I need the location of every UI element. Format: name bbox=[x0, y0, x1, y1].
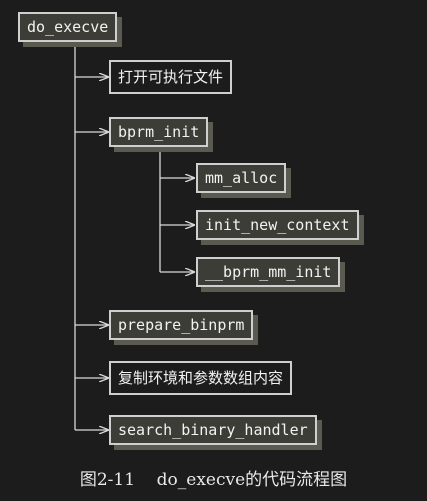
node-mm-alloc: mm_alloc bbox=[196, 163, 287, 193]
node-search-binary-handler: search_binary_handler bbox=[109, 415, 317, 445]
node-copy-env-args: 复制环境和参数数组内容 bbox=[109, 361, 293, 395]
figure-number: 图2-11 bbox=[79, 470, 136, 490]
node-bprm-init: bprm_init bbox=[109, 117, 209, 147]
node-prepare-binprm: prepare_binprm bbox=[109, 310, 254, 340]
node-bprm-mm-init: __bprm_mm_init bbox=[196, 257, 341, 287]
node-init-new-context: init_new_context bbox=[196, 210, 359, 240]
node-do-execve: do_execve bbox=[18, 12, 118, 42]
figure-caption: 图2-11 do_execve的代码流程图 bbox=[0, 465, 427, 490]
node-open-executable: 打开可执行文件 bbox=[109, 60, 233, 94]
figure-title: do_execve的代码流程图 bbox=[156, 470, 348, 490]
